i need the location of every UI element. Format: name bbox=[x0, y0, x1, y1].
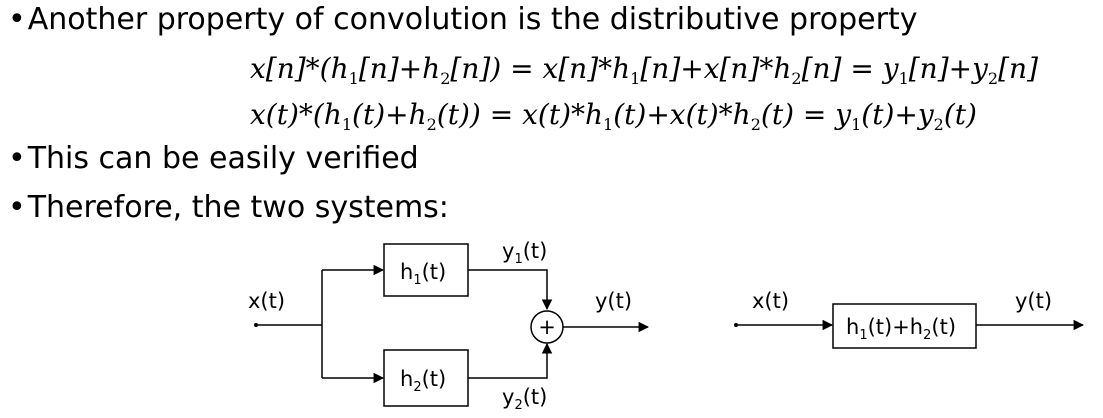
output-label: y(t) bbox=[595, 289, 632, 313]
bullet-verified: •This can be easily verified bbox=[8, 141, 419, 177]
bullet-marker: • bbox=[8, 2, 26, 37]
eq-part: x(t)*(h bbox=[250, 98, 342, 131]
h1-box bbox=[383, 243, 469, 297]
eq-subscript: 2 bbox=[426, 115, 437, 134]
combined-sub2: 2 bbox=[923, 328, 931, 343]
combined-box bbox=[832, 303, 977, 349]
h2-sub: 2 bbox=[413, 380, 421, 395]
eq-subscript: 2 bbox=[987, 69, 999, 88]
parallel-system: + x(t) y(t) h1(t) h2(t) y1(t) y2(t) bbox=[248, 239, 650, 413]
eq-part: [n]+h bbox=[358, 52, 441, 85]
bullet-text: This can be easily verified bbox=[27, 141, 419, 176]
h1-main: h bbox=[400, 260, 413, 284]
y2-main: y bbox=[502, 385, 514, 409]
y1-sub: 1 bbox=[514, 252, 522, 267]
y1-arg: (t) bbox=[523, 239, 548, 263]
eq-part: (t)+x(t)*h bbox=[613, 98, 751, 131]
eq-subscript: 2 bbox=[440, 69, 451, 88]
equation-continuous: x(t)*(h1(t)+h2(t)) = x(t)*h1(t)+x(t)*h2(… bbox=[250, 98, 977, 134]
eq-subscript: 1 bbox=[341, 115, 353, 134]
eq-part: x[n]*(h bbox=[250, 52, 349, 85]
eq-part: (t) = y bbox=[760, 98, 852, 131]
adder-symbol: + bbox=[538, 315, 556, 339]
h1-label: h1(t) bbox=[400, 260, 446, 288]
h2-box bbox=[383, 349, 469, 407]
eq-subscript: 1 bbox=[851, 115, 862, 134]
bullet-text: Therefore, the two systems: bbox=[27, 190, 449, 225]
combined-mid: (t)+h bbox=[868, 315, 924, 339]
combined-input-label: x(t) bbox=[752, 289, 789, 313]
combined-sub1: 1 bbox=[859, 328, 867, 343]
combined-end: (t) bbox=[931, 315, 956, 339]
y2-arg: (t) bbox=[523, 385, 548, 409]
branch2-out-line bbox=[468, 342, 553, 379]
h2-label: h2(t) bbox=[400, 367, 446, 395]
eq-part: [n]+y bbox=[908, 52, 988, 85]
combined-h1: h bbox=[846, 315, 859, 339]
eq-part: [n] bbox=[998, 52, 1038, 85]
eq-part: (t) bbox=[943, 98, 977, 131]
eq-part: (t)+h bbox=[352, 98, 427, 131]
input-dot bbox=[254, 323, 258, 327]
h1-arg: (t) bbox=[422, 260, 447, 284]
bullet-marker: • bbox=[8, 141, 26, 176]
eq-subscript: 1 bbox=[898, 69, 909, 88]
h2-arg: (t) bbox=[422, 367, 447, 391]
equation-discrete: x[n]*(h1[n]+h2[n]) = x[n]*h1[n]+x[n]*h2[… bbox=[250, 52, 1038, 88]
y1-main: y bbox=[502, 239, 514, 263]
eq-subscript: 2 bbox=[791, 69, 802, 88]
y2-label: y2(t) bbox=[502, 385, 547, 413]
eq-subscript: 2 bbox=[933, 115, 944, 134]
combined-system: x(t) y(t) h1(t)+h2(t) bbox=[734, 289, 1085, 349]
eq-part: [n]) = x[n]*h bbox=[450, 52, 631, 85]
h2-main: h bbox=[400, 367, 413, 391]
eq-subscript: 1 bbox=[630, 69, 641, 88]
combined-output-label: y(t) bbox=[1015, 289, 1052, 313]
bullet-distributive: •Another property of convolution is the … bbox=[8, 2, 917, 38]
eq-part: [n] = y bbox=[801, 52, 899, 85]
input-label: x(t) bbox=[248, 289, 285, 313]
y2-sub: 2 bbox=[514, 398, 522, 413]
y1-label: y1(t) bbox=[502, 239, 547, 267]
bullet-marker: • bbox=[8, 190, 26, 225]
eq-part: (t)+y bbox=[861, 98, 934, 131]
h1-sub: 1 bbox=[413, 273, 421, 288]
eq-part: (t)) = x(t)*h bbox=[436, 98, 604, 131]
combined-box-label: h1(t)+h2(t) bbox=[846, 315, 956, 343]
bullet-two-systems: •Therefore, the two systems: bbox=[8, 190, 449, 226]
branch1-out-line bbox=[468, 269, 553, 311]
eq-subscript: 2 bbox=[750, 115, 761, 134]
eq-part: [n]+x[n]*h bbox=[640, 52, 792, 85]
combined-input-dot bbox=[734, 323, 738, 327]
eq-subscript: 1 bbox=[603, 115, 614, 134]
bullet-text: Another property of convolution is the d… bbox=[27, 2, 918, 37]
eq-subscript: 1 bbox=[348, 69, 359, 88]
